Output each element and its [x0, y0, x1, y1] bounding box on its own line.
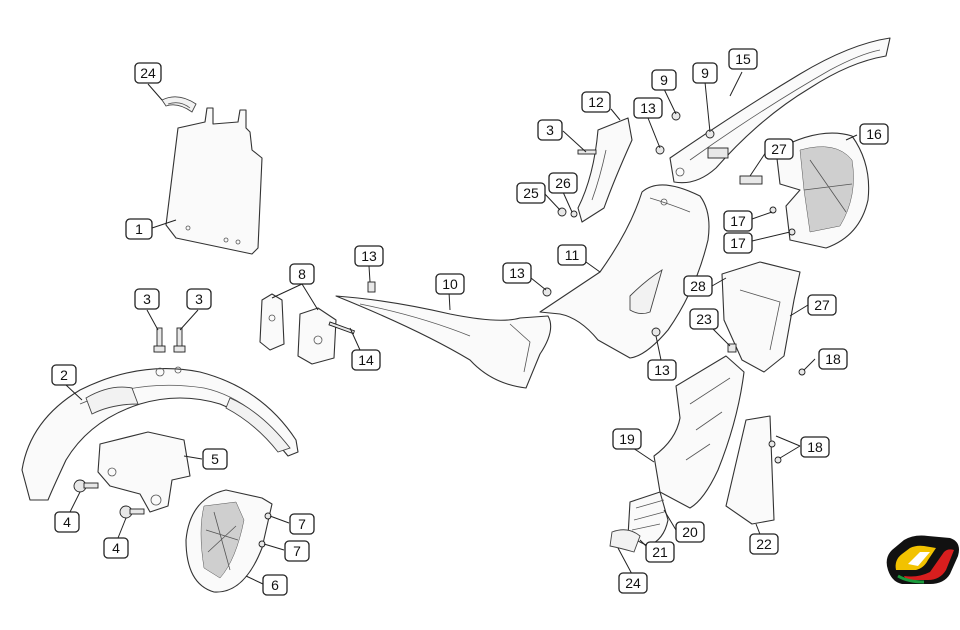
callout-27-upper: 27	[764, 138, 794, 160]
callout-18-upper: 18	[818, 348, 848, 370]
svg-text:14: 14	[358, 352, 374, 368]
callout-21: 21	[645, 541, 675, 563]
callout-3-right: 3	[186, 288, 212, 310]
callout-23: 23	[689, 308, 719, 330]
front-fender-part	[21, 366, 299, 501]
strap-part-upper	[161, 96, 197, 113]
svg-text:25: 25	[523, 185, 539, 201]
svg-text:20: 20	[682, 524, 698, 540]
callout-13-mid: 13	[502, 262, 532, 284]
fork-guard-bracket-part	[97, 431, 191, 513]
svg-text:3: 3	[546, 122, 554, 138]
svg-text:13: 13	[654, 362, 670, 378]
callout-6: 6	[262, 574, 288, 596]
svg-text:19: 19	[619, 431, 635, 447]
svg-text:12: 12	[588, 94, 604, 110]
rear-disc-guard-part	[775, 132, 870, 249]
callout-5: 5	[202, 448, 228, 470]
svg-text:5: 5	[211, 451, 219, 467]
svg-text:13: 13	[509, 265, 525, 281]
svg-text:22: 22	[756, 536, 772, 552]
callout-19: 19	[612, 428, 642, 450]
svg-text:7: 7	[298, 516, 306, 532]
svg-text:13: 13	[640, 100, 656, 116]
callout-9-left: 9	[651, 69, 677, 91]
svg-text:10: 10	[442, 276, 458, 292]
svg-text:26: 26	[555, 175, 571, 191]
svg-text:27: 27	[771, 141, 787, 157]
svg-text:24: 24	[625, 575, 641, 591]
rear-top-rail-part	[669, 37, 891, 184]
callout-2: 2	[51, 364, 77, 386]
svg-text:11: 11	[565, 247, 580, 263]
side-bracket-part	[577, 117, 633, 223]
callout-25: 25	[516, 182, 546, 204]
svg-text:9: 9	[701, 65, 709, 81]
callout-13-lower: 13	[647, 359, 677, 381]
callout-17-upper: 17	[723, 210, 753, 232]
leader-lines	[65, 71, 858, 585]
svg-text:21: 21	[652, 544, 668, 560]
callout-11: 11	[557, 244, 587, 266]
callout-16: 16	[859, 123, 889, 145]
svg-text:2: 2	[60, 367, 68, 383]
fastener-screws	[73, 111, 806, 548]
callout-26: 26	[548, 172, 578, 194]
callout-28: 28	[683, 275, 713, 297]
svg-text:4: 4	[112, 540, 120, 556]
svg-text:13: 13	[361, 248, 377, 264]
svg-text:3: 3	[143, 291, 151, 307]
callout-18-lower: 18	[800, 436, 830, 458]
callout-13-center: 13	[354, 245, 384, 267]
svg-text:23: 23	[696, 311, 712, 327]
svg-text:18: 18	[825, 351, 841, 367]
svg-text:27: 27	[814, 297, 830, 313]
callout-7-lower: 7	[284, 540, 310, 562]
svg-text:4: 4	[63, 514, 71, 530]
airbox-part	[653, 355, 745, 509]
callout-10: 10	[435, 273, 465, 295]
callout-1: 1	[125, 218, 153, 240]
svg-text:1: 1	[135, 221, 143, 237]
callout-13-upper: 13	[633, 97, 663, 119]
callout-4-upper: 4	[54, 511, 80, 533]
callout-8: 8	[289, 263, 315, 285]
svg-text:17: 17	[730, 213, 746, 229]
callout-24-bottom: 24	[618, 572, 648, 594]
svg-text:6: 6	[271, 577, 279, 593]
headlight-bracket-part	[259, 293, 337, 365]
svg-text:8: 8	[298, 266, 306, 282]
disc-guard-part	[185, 489, 273, 593]
svg-text:16: 16	[866, 126, 882, 142]
callout-14: 14	[351, 349, 381, 371]
callout-3-rear: 3	[537, 119, 563, 141]
airbox-cover-part	[721, 261, 801, 373]
callout-4-lower: 4	[103, 537, 129, 559]
svg-text:7: 7	[293, 543, 301, 559]
svg-text:3: 3	[195, 291, 203, 307]
callout-24-top: 24	[134, 62, 162, 84]
callout-12: 12	[581, 91, 611, 113]
svg-text:24: 24	[140, 65, 156, 81]
ufo-plast-logo	[886, 535, 959, 584]
callout-27-lower: 27	[807, 294, 837, 316]
svg-text:28: 28	[690, 278, 706, 294]
rear-fender-body-part	[539, 184, 710, 359]
number-plate-part	[165, 107, 263, 255]
callout-7-upper: 7	[289, 513, 315, 535]
intake-boot-part	[609, 491, 669, 553]
svg-text:9: 9	[660, 72, 668, 88]
callout-3-left: 3	[134, 288, 160, 310]
callout-20: 20	[675, 521, 705, 543]
side-panel-left-part	[335, 295, 552, 389]
callout-22: 22	[749, 533, 779, 555]
side-plate-part	[725, 415, 775, 525]
svg-text:17: 17	[730, 235, 746, 251]
callout-15: 15	[728, 48, 758, 70]
svg-text:15: 15	[735, 51, 751, 67]
callout-17-lower: 17	[723, 232, 753, 254]
svg-text:18: 18	[807, 439, 823, 455]
callout-9-right: 9	[692, 62, 718, 84]
